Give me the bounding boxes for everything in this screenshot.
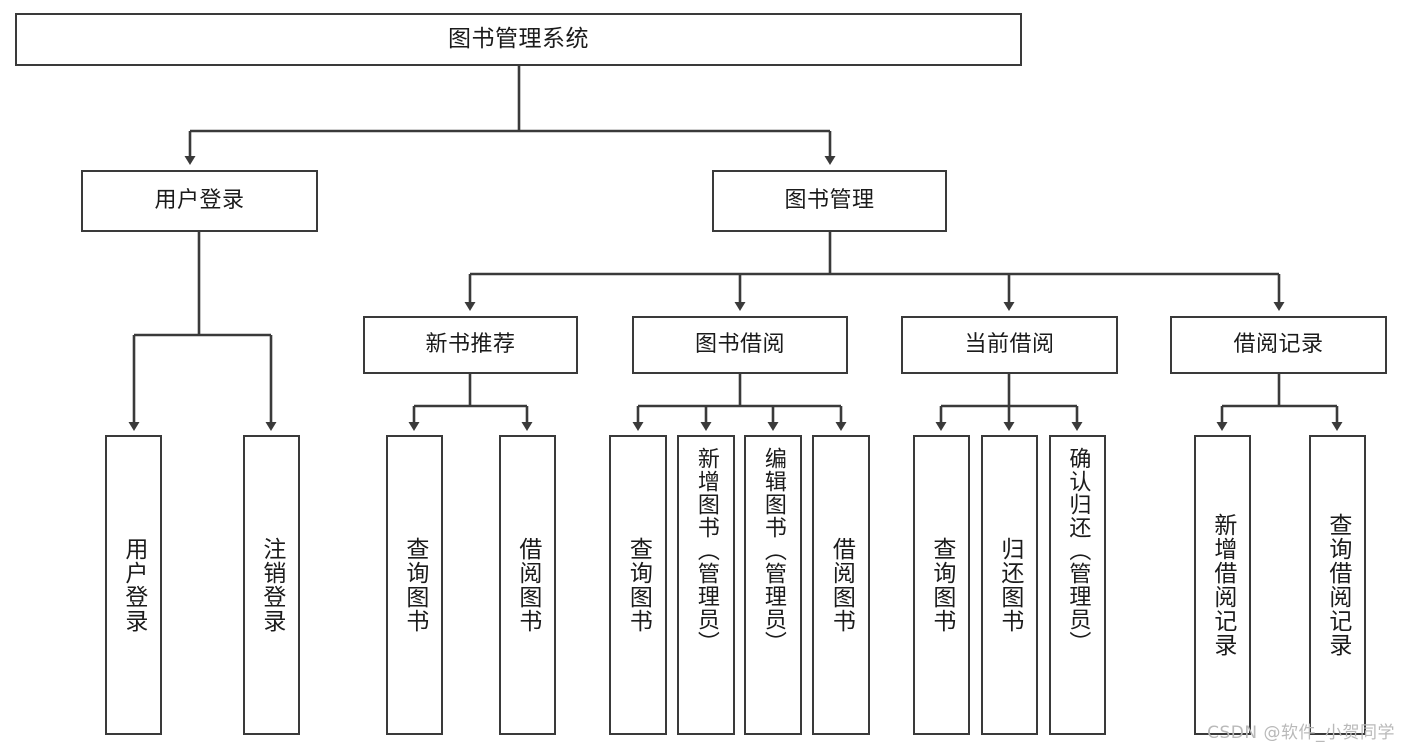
node-user-login-label: 用户登录: [154, 188, 245, 214]
node-leaf-add-book-admin[interactable]: 新增图书（管理员）: [677, 435, 735, 735]
node-leaf-confirm-return-admin-label: 确认归还（管理员）: [1065, 447, 1091, 654]
node-book-borrow-label: 图书借阅: [694, 332, 785, 358]
node-leaf-query-book-2[interactable]: 查询图书: [609, 435, 667, 735]
node-leaf-add-borrow-record-label: 新增借阅记录: [1209, 513, 1236, 657]
node-leaf-query-book-1-label: 查询图书: [401, 537, 428, 633]
node-borrow-record-label: 借阅记录: [1233, 332, 1324, 358]
node-root-label: 图书管理系统: [448, 26, 589, 53]
node-leaf-query-borrow-record[interactable]: 查询借阅记录: [1309, 435, 1366, 735]
node-root[interactable]: 图书管理系统: [15, 13, 1022, 66]
node-leaf-confirm-return-admin[interactable]: 确认归还（管理员）: [1049, 435, 1106, 735]
node-book-manage[interactable]: 图书管理: [712, 170, 947, 232]
node-leaf-query-book-3-label: 查询图书: [928, 537, 955, 633]
node-new-book-recommend[interactable]: 新书推荐: [363, 316, 578, 374]
node-leaf-query-book-1[interactable]: 查询图书: [386, 435, 443, 735]
node-current-borrow-label: 当前借阅: [964, 332, 1055, 358]
node-leaf-logout-login[interactable]: 注销登录: [243, 435, 300, 735]
node-leaf-add-borrow-record[interactable]: 新增借阅记录: [1194, 435, 1251, 735]
node-leaf-logout-login-label: 注销登录: [258, 537, 285, 633]
node-user-login[interactable]: 用户登录: [81, 170, 318, 232]
node-leaf-borrow-book-1[interactable]: 借阅图书: [499, 435, 556, 735]
node-current-borrow[interactable]: 当前借阅: [901, 316, 1118, 374]
node-leaf-edit-book-admin-label: 编辑图书（管理员）: [760, 447, 786, 654]
node-leaf-user-login-label: 用户登录: [120, 537, 147, 633]
node-leaf-borrow-book-2[interactable]: 借阅图书: [812, 435, 870, 735]
node-leaf-return-book[interactable]: 归还图书: [981, 435, 1038, 735]
node-new-book-recommend-label: 新书推荐: [425, 332, 516, 358]
node-leaf-query-book-2-label: 查询图书: [625, 537, 652, 633]
node-leaf-borrow-book-2-label: 借阅图书: [828, 537, 855, 633]
node-book-manage-label: 图书管理: [784, 188, 875, 214]
node-leaf-edit-book-admin[interactable]: 编辑图书（管理员）: [744, 435, 802, 735]
node-leaf-user-login[interactable]: 用户登录: [105, 435, 162, 735]
node-leaf-return-book-label: 归还图书: [996, 537, 1023, 633]
node-book-borrow[interactable]: 图书借阅: [632, 316, 848, 374]
node-leaf-query-borrow-record-label: 查询借阅记录: [1324, 513, 1351, 657]
node-borrow-record[interactable]: 借阅记录: [1170, 316, 1387, 374]
node-leaf-query-book-3[interactable]: 查询图书: [913, 435, 970, 735]
node-leaf-add-book-admin-label: 新增图书（管理员）: [693, 447, 719, 654]
node-leaf-borrow-book-1-label: 借阅图书: [514, 537, 541, 633]
